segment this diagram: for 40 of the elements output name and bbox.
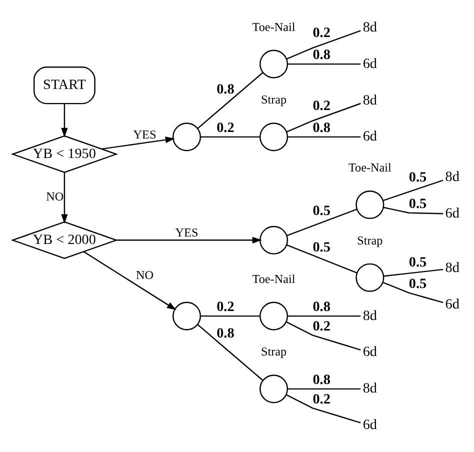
node-label: Toe-Nail bbox=[252, 271, 296, 286]
edge-label: YES bbox=[133, 127, 156, 142]
edge-label: 0.5 bbox=[312, 202, 330, 219]
edge-label: 0.5 bbox=[408, 169, 427, 186]
node-text: 8d bbox=[362, 307, 377, 324]
edge-label: 0.8 bbox=[312, 372, 330, 388]
edge-label: NO bbox=[136, 268, 154, 282]
edge-label: 0.8 bbox=[216, 81, 234, 98]
edge-label: 0.8 bbox=[312, 298, 330, 315]
edge-label: 0.2 bbox=[312, 24, 330, 40]
edge-label: 0.8 bbox=[216, 325, 234, 342]
edge-label: 0.5 bbox=[312, 238, 330, 255]
node-text: 8d bbox=[445, 168, 460, 185]
node-text: 6d bbox=[445, 296, 460, 312]
edge-label: 0.8 bbox=[312, 120, 330, 136]
edge-label: 0.2 bbox=[216, 120, 234, 136]
edge-label: 0.2 bbox=[312, 97, 330, 114]
edge-label: 0.5 bbox=[408, 275, 427, 292]
node-text: 6d bbox=[362, 344, 377, 360]
node-label: Toe-Nail bbox=[348, 160, 392, 174]
node-label: Toe-Nail bbox=[252, 19, 296, 34]
edge-label: 0.8 bbox=[312, 46, 330, 63]
node-text: 8d bbox=[362, 18, 377, 35]
node-text: 6d bbox=[362, 128, 377, 144]
node-label: Strap bbox=[260, 344, 287, 358]
node-text: 6d bbox=[445, 205, 460, 222]
edge-label: 0.2 bbox=[312, 318, 330, 334]
node-text: 8d bbox=[445, 260, 460, 276]
node-label: Strap bbox=[260, 92, 287, 106]
edge-label: NO bbox=[46, 188, 64, 203]
node-label: Strap bbox=[357, 232, 383, 247]
edge-label: 0.5 bbox=[408, 195, 427, 212]
edge-label: YES bbox=[175, 225, 198, 240]
node-text: 6d bbox=[362, 55, 377, 72]
node-text: 8d bbox=[362, 380, 377, 396]
edge-label: 0.2 bbox=[216, 298, 234, 315]
edge-label: 0.2 bbox=[312, 390, 330, 407]
node-text: 8d bbox=[362, 92, 377, 108]
edge-label: 0.5 bbox=[408, 254, 427, 270]
node-text: 6d bbox=[362, 416, 377, 433]
